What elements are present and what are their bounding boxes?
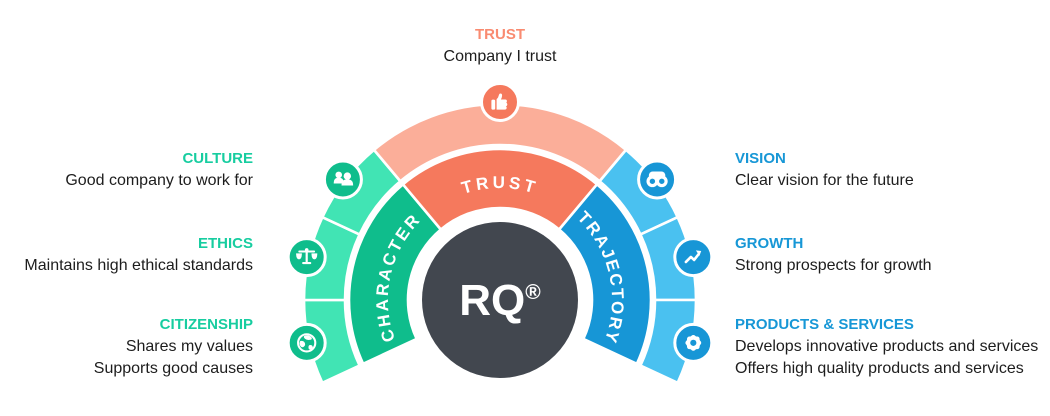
outer-ring [302, 102, 698, 385]
callout-vision-line: Clear vision for the future [735, 172, 914, 189]
callout-trust: TRUST Company I trust [350, 24, 650, 68]
callout-ethics-heading: ETHICS [197, 235, 253, 252]
callout-trust-line: Company I trust [443, 48, 557, 65]
callout-growth: GROWTH Strong prospects for growth [735, 233, 1045, 277]
callout-growth-heading: GROWTH [735, 235, 804, 252]
center-label: RQ® [459, 276, 541, 325]
gear-icon [673, 322, 714, 363]
scales-icon [286, 237, 327, 278]
callout-citizenship-line: Shares my values [125, 338, 253, 355]
callout-vision: VISION Clear vision for the future [735, 148, 1045, 192]
callout-ethics-line: Maintains high ethical standards [24, 257, 253, 274]
callout-ethics: ETHICS Maintains high ethical standards [0, 233, 253, 277]
callout-products: PRODUCTS & SERVICES Develops innovative … [735, 314, 1050, 380]
trend-up-icon [673, 237, 714, 278]
callout-citizenship-line: Supports good causes [93, 360, 253, 377]
callout-citizenship: CITIZENSHIP Shares my values Supports go… [0, 314, 253, 380]
callout-culture-line: Good company to work for [65, 172, 253, 189]
callout-products-line: Offers high quality products and service… [735, 360, 1024, 377]
callout-growth-line: Strong prospects for growth [735, 257, 932, 274]
globe-icon [286, 322, 327, 363]
callout-trust-heading: TRUST [475, 26, 525, 43]
callout-products-heading: PRODUCTS & SERVICES [735, 316, 914, 333]
binoculars-icon [637, 159, 678, 200]
callout-culture-heading: CULTURE [182, 150, 253, 167]
segment-trajectory [557, 183, 653, 366]
callout-products-line: Develops innovative products and service… [735, 338, 1039, 355]
callout-citizenship-heading: CITIZENSHIP [159, 316, 253, 333]
center-circle [422, 222, 578, 378]
inner-ring [347, 147, 653, 366]
callout-vision-heading: VISION [735, 150, 786, 167]
callout-culture: CULTURE Good company to work for [0, 148, 253, 192]
people-icon [322, 159, 363, 200]
thumbs-up-icon [480, 82, 520, 122]
